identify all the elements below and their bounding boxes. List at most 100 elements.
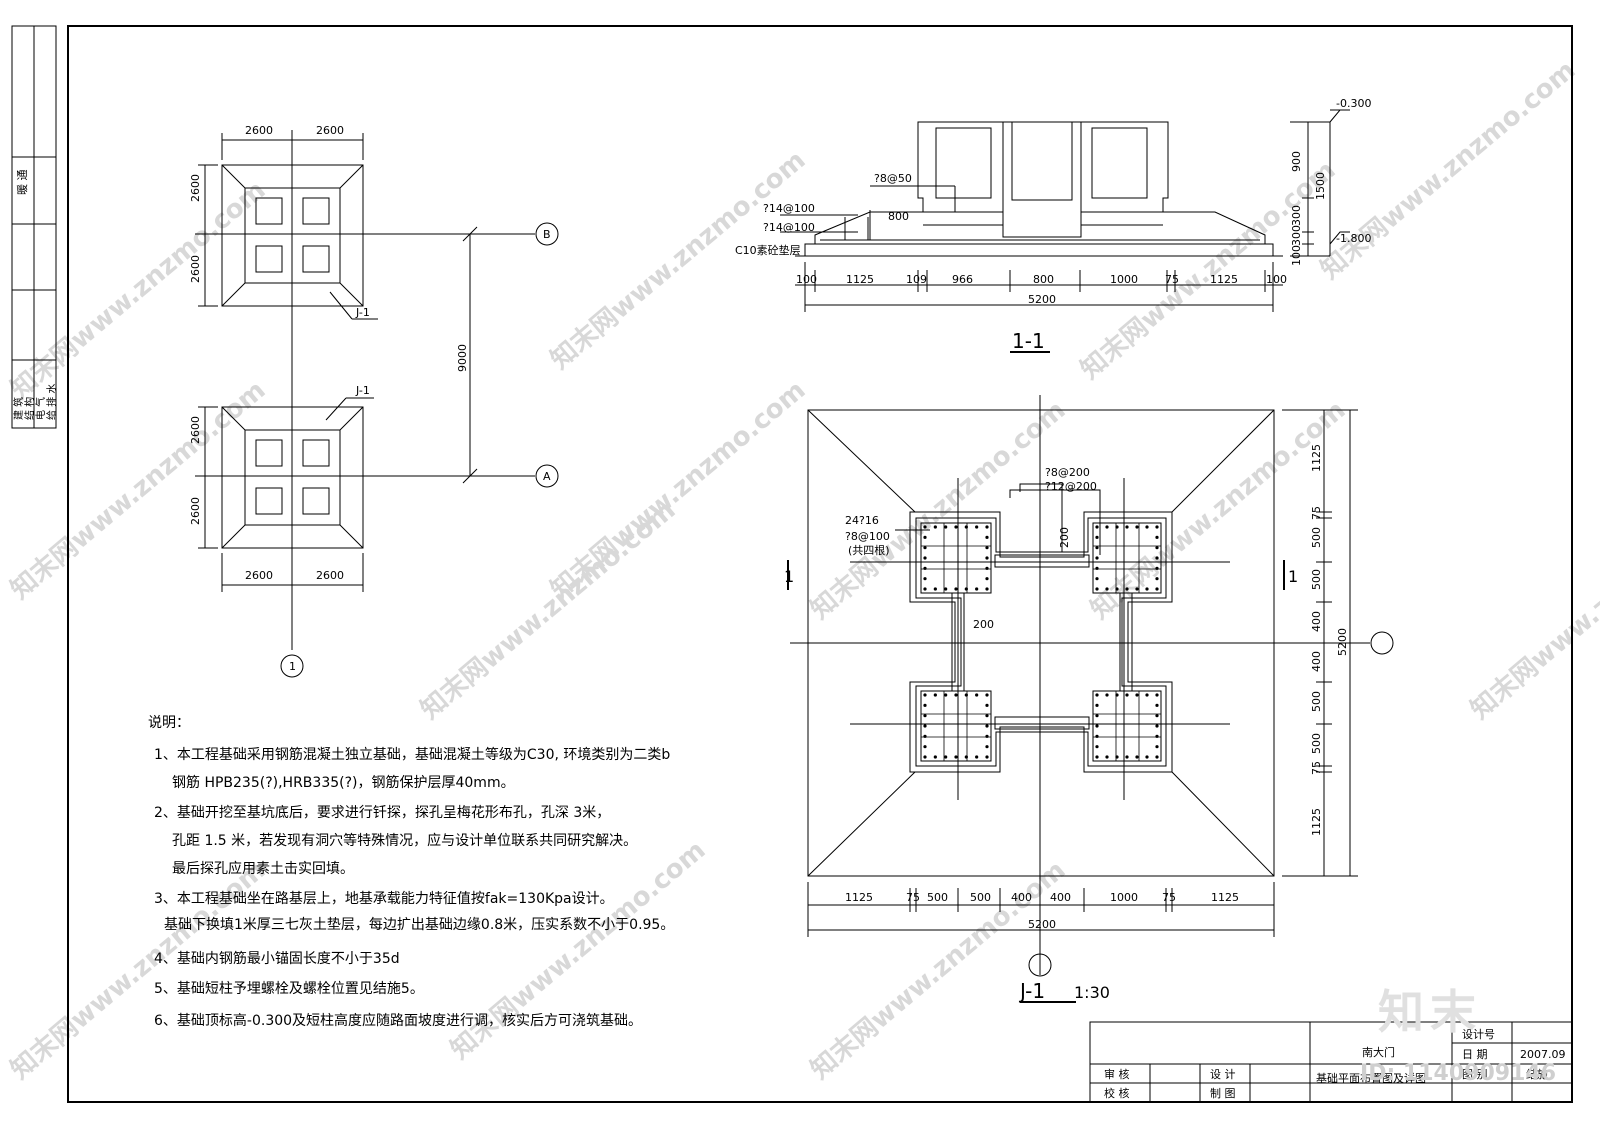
detail-section-mark-right: 1: [1288, 567, 1298, 586]
rebar-dot: [923, 734, 927, 738]
tb-sheet: 结施: [1526, 1068, 1548, 1081]
section-vdim-300: 300: [1290, 205, 1303, 226]
tb-draft: 制 图: [1210, 1087, 1236, 1100]
rebar-dot: [954, 755, 958, 759]
detail-rdim-3: 500: [1310, 527, 1323, 548]
rebar-dot: [985, 724, 989, 728]
axis-1-label: 1: [289, 660, 296, 673]
section-rebar-2: ?14@100: [763, 202, 815, 215]
rebar-dot: [1135, 525, 1139, 529]
rebar-dot: [985, 546, 989, 550]
rebar-dot: [954, 525, 958, 529]
section-rebar-3: ?14@100: [763, 221, 815, 234]
rebar-dot: [923, 535, 927, 539]
rebar-dot: [944, 587, 948, 591]
rebar-dot: [1115, 755, 1119, 759]
rebar-dot: [975, 693, 979, 697]
section-elev-top: -0.300: [1336, 97, 1371, 110]
rebar-dot: [923, 556, 927, 560]
note-line-8: 4、基础内钢筋最小锚固长度不小于35d: [154, 951, 400, 967]
rebar-dot: [923, 745, 927, 749]
rebar-dot: [985, 734, 989, 738]
brand-watermark: 知末: [1378, 985, 1482, 1039]
detail-rdim-6: 400: [1310, 651, 1323, 672]
watermark-text: 知末网www.znzmo.com: [1315, 55, 1581, 285]
rebar-dot: [985, 587, 989, 591]
section-hdim-4: 966: [952, 273, 973, 286]
rebar-dot: [1125, 525, 1129, 529]
watermark-text: 知末网www.znzmo.com: [445, 835, 711, 1065]
rebar-dot: [1095, 724, 1099, 728]
rebar-dot: [1135, 693, 1139, 697]
watermark-text: 知末网www.znzmo.com: [805, 395, 1071, 625]
rebar-dot: [1125, 693, 1129, 697]
rebar-dot: [933, 693, 937, 697]
rebar-dot: [1095, 755, 1099, 759]
detail-rebar-top-2: ?12@200: [1045, 480, 1097, 493]
watermark-text: 知末网www.znzmo.com: [545, 375, 811, 605]
rebar-dot: [985, 745, 989, 749]
rebar-dot: [975, 755, 979, 759]
detail-bdim-9: 1125: [1211, 891, 1239, 904]
detail-bdim-2: 75: [906, 891, 920, 904]
rebar-dot: [1145, 693, 1149, 697]
note-line-6: 3、本工程基础坐在路基层上，地基承载能力特征值按fak=130Kpa设计。: [154, 891, 614, 907]
detail-rebar-note: (共四根): [848, 543, 890, 557]
detail-rdim-4: 500: [1310, 569, 1323, 590]
detail-bdim-4: 500: [970, 891, 991, 904]
rebar-dot: [1105, 525, 1109, 529]
side-strip: [11, 25, 57, 429]
rebar-dot: [923, 577, 927, 581]
detail-dim-200-a: 200: [1058, 527, 1071, 548]
rebar-dot: [1095, 693, 1099, 697]
section-hdim-6: 1000: [1110, 273, 1138, 286]
side-strip-label-1: 暖 通: [16, 170, 29, 196]
detail-rdim-1: 1125: [1310, 444, 1323, 472]
axis-a-label: A: [543, 470, 551, 483]
rebar-dot: [1105, 693, 1109, 697]
rebar-dot: [985, 535, 989, 539]
tb-drawing: 基础平面布置图及详图: [1316, 1071, 1426, 1085]
rebar-dot: [923, 587, 927, 591]
rebar-dot: [954, 693, 958, 697]
side-label-arch: 建 筑: [12, 397, 25, 420]
note-line-3: 2、基础开挖至基坑底后，要求进行钎探，探孔呈梅花形布孔，孔深 3米，: [154, 805, 611, 821]
section-pad-label: C10素砼垫层: [735, 243, 801, 257]
tb-design-no: 设计号: [1462, 1028, 1495, 1041]
drawing-frame: [67, 25, 1573, 1103]
section-total: 5200: [1028, 293, 1056, 306]
rebar-dot: [933, 587, 937, 591]
rebar-dot: [985, 714, 989, 718]
section-elev-bottom: -1.800: [1336, 232, 1371, 245]
rebar-dot: [1105, 587, 1109, 591]
rebar-dot: [1155, 587, 1159, 591]
rebar-dot: [1155, 755, 1159, 759]
rebar-dot: [985, 556, 989, 560]
note-line-2: 钢筋 HPB235(?),HRB335(?)，钢筋保护层厚40mm。: [172, 775, 515, 791]
tb-project: 南大门: [1362, 1045, 1395, 1059]
rebar-dot: [1095, 745, 1099, 749]
title-block: [1089, 1021, 1573, 1103]
plan-dim-bottom-2: 2600: [316, 569, 344, 582]
section-dim-800: 800: [888, 210, 909, 223]
rebar-dot: [923, 714, 927, 718]
rebar-dot: [1095, 587, 1099, 591]
rebar-dot: [1095, 566, 1099, 570]
side-strip-discipline-labels: 建 筑 结 构 电 气 给 排 水: [12, 384, 58, 420]
rebar-dot: [1095, 525, 1099, 529]
detail-bdim-7: 1000: [1110, 891, 1138, 904]
note-line-9: 5、基础短柱予埋螺栓及螺栓位置见结施5。: [154, 981, 424, 997]
section-hdim-9: 100: [1266, 273, 1287, 286]
rebar-dot: [1145, 525, 1149, 529]
rebar-dot: [1125, 587, 1129, 591]
detail-dim-200-b: 200: [973, 618, 994, 631]
section-hdim-7: 75: [1165, 273, 1179, 286]
rebar-dot: [933, 755, 937, 759]
side-label-struct: 结 构: [23, 397, 36, 420]
detail-rdim-8: 500: [1310, 733, 1323, 754]
rebar-dot: [1095, 546, 1099, 550]
foundation-plan: [195, 130, 559, 678]
note-line-4: 孔距 1.5 米，若发现有洞穴等特殊情况，应与设计单位联系共同研究解决。: [172, 833, 638, 849]
rebar-dot: [1135, 587, 1139, 591]
